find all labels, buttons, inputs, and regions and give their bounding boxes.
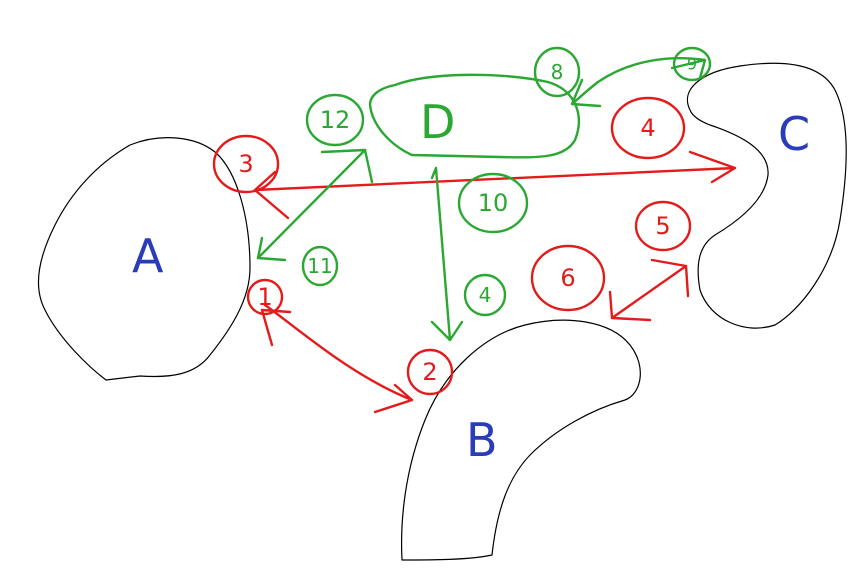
red-arrow-b-c [608, 258, 690, 322]
green-step-8-label: 8 [551, 60, 564, 84]
green-arrow-d-a [256, 148, 374, 262]
red-step-2: 2 [406, 348, 454, 396]
red-step-4: 4 [610, 96, 686, 160]
green-step-9: 9 [672, 46, 712, 82]
green-step-11: 11 [301, 245, 339, 287]
red-step-3: 3 [212, 134, 280, 194]
green-step-12-label: 12 [320, 106, 351, 134]
region-a-label: A [132, 229, 164, 283]
red-step-1: 1 [246, 278, 284, 316]
region-d-label: D [420, 95, 455, 149]
region-b-shape [401, 319, 641, 561]
green-step-12: 12 [305, 93, 365, 147]
red-arrow-a-c [253, 150, 737, 220]
red-step-4-label: 4 [640, 114, 655, 142]
region-a-shape [37, 137, 251, 381]
green-step-10: 10 [457, 172, 529, 234]
region-c-label: C [778, 107, 810, 161]
green-step-9-label: 9 [687, 55, 697, 74]
green-step-8: 8 [533, 46, 581, 98]
red-step-1-label: 1 [257, 283, 272, 311]
green-arrow-c-d [570, 57, 707, 108]
red-step-5-label: 5 [655, 212, 670, 240]
green-step-10-label: 10 [478, 189, 509, 217]
region-d-shape [368, 73, 580, 159]
green-step-11-label: 11 [307, 254, 332, 278]
red-step-3-label: 3 [238, 150, 253, 178]
region-b-label: B [466, 413, 498, 467]
green-step-4: 4 [463, 273, 507, 317]
red-step-6-label: 6 [560, 264, 575, 292]
red-step-6: 6 [530, 244, 606, 312]
red-step-2-label: 2 [422, 358, 437, 386]
green-step-4-label: 4 [479, 283, 492, 307]
green-arrow-d-b [430, 166, 464, 342]
red-step-5: 5 [634, 200, 692, 252]
red-arrow-a-b [260, 303, 414, 414]
region-c-shape [686, 62, 847, 329]
